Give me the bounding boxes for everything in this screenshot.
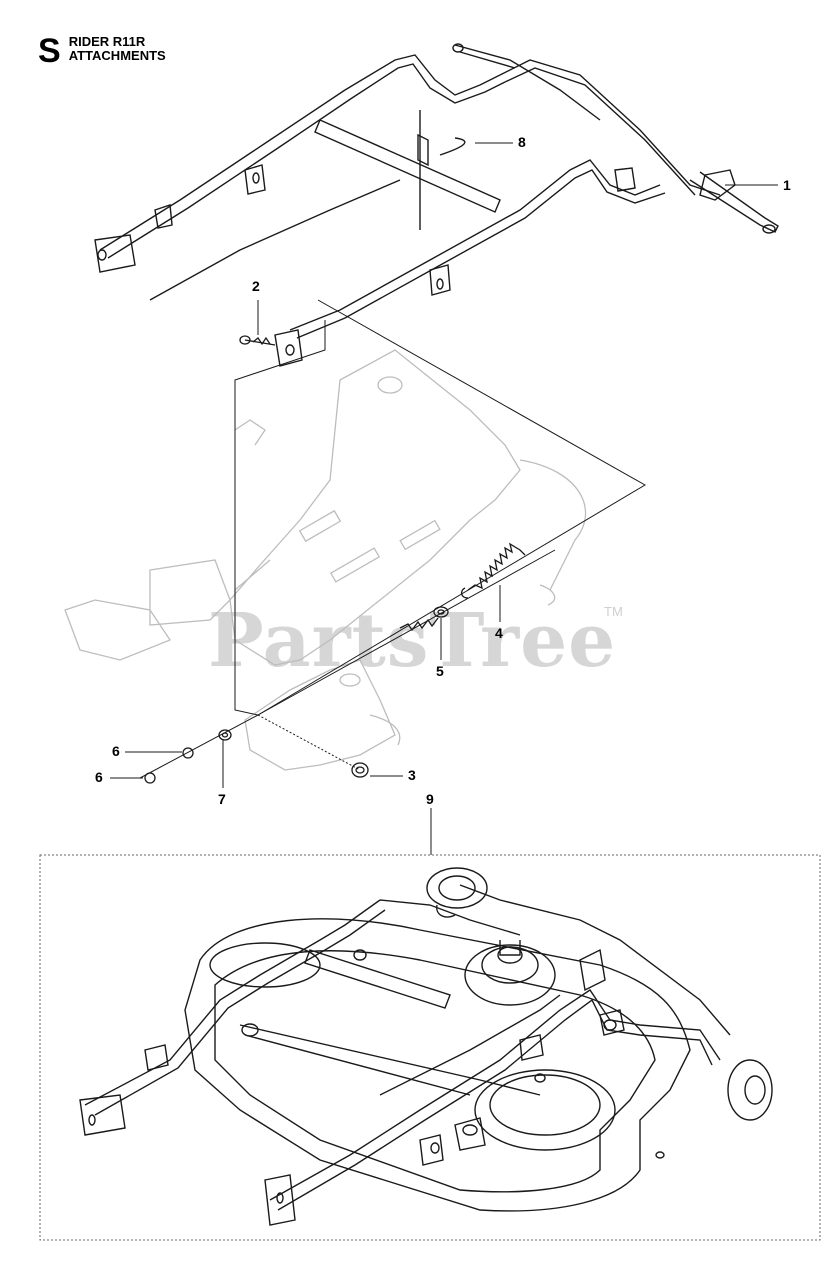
ghost-frame	[64, 349, 587, 771]
model-name: RIDER R11R	[68, 34, 146, 49]
callout-4[interactable]: 4	[495, 625, 503, 641]
callout-7[interactable]: 7	[218, 791, 226, 807]
callout-1[interactable]: 1	[783, 177, 791, 193]
deck-assembly-box	[39, 854, 821, 1241]
section-title: ATTACHMENTS	[68, 48, 166, 63]
explode-lines	[139, 299, 646, 779]
mower-deck-assembly	[79, 867, 773, 1226]
watermark: PartsTree	[208, 598, 617, 684]
callout-8[interactable]: 8	[518, 134, 526, 150]
lift-frame-assembly	[94, 43, 779, 367]
hardware-parts	[144, 335, 526, 784]
page-header: S RIDER R11R ATTACHMENTS	[38, 34, 166, 68]
callout-6b[interactable]: 6	[95, 769, 103, 785]
trademark-symbol: TM	[604, 604, 623, 619]
section-letter: S	[38, 32, 61, 70]
leader-lines	[110, 142, 778, 855]
callout-6a[interactable]: 6	[112, 743, 120, 759]
callout-2[interactable]: 2	[252, 278, 260, 294]
callout-9[interactable]: 9	[426, 791, 434, 807]
header-titles: RIDER R11R ATTACHMENTS	[69, 34, 166, 63]
callout-3[interactable]: 3	[408, 767, 416, 783]
callout-5[interactable]: 5	[436, 663, 444, 679]
